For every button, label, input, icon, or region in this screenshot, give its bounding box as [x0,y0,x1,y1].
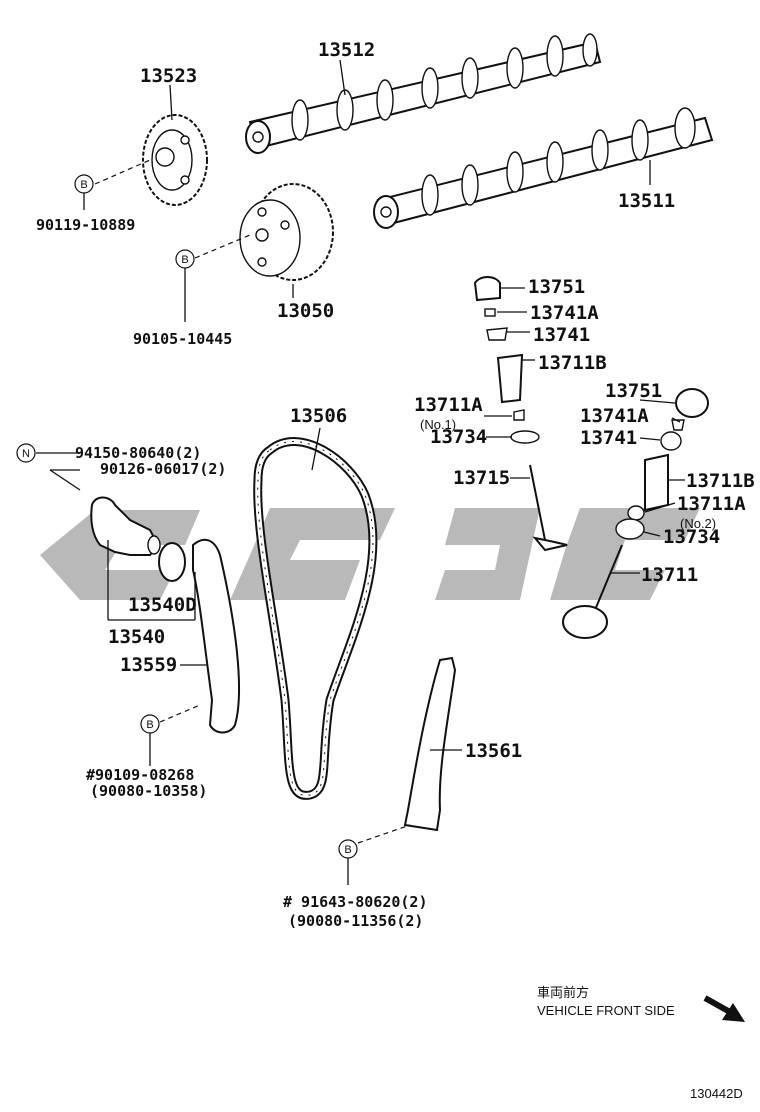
label-90080-b: (90080-11356(2) [288,912,423,930]
label-13506: 13506 [290,405,347,427]
watermark [40,508,700,600]
label-13715: 13715 [453,467,510,489]
label-13561: 13561 [465,740,522,762]
label-13711A-b: 13711A [677,493,746,515]
label-13751-b: 13751 [605,380,662,402]
label-13741-a: 13741 [533,324,590,346]
direction-label-jp: 車両前方 [537,985,589,1000]
camshaft-13511 [373,107,714,229]
label-13741A-b: 13741A [580,405,649,427]
timing-chain-13506 [253,437,378,800]
direction-arrow-icon [703,995,745,1022]
label-13711: 13711 [641,564,698,586]
label-13711A-a: 13711A [414,394,483,416]
label-13511: 13511 [618,190,675,212]
label-90080-a: (90080-10358) [90,782,207,800]
label-13512: 13512 [318,39,375,61]
label-13540: 13540 [108,626,165,648]
vvt-gear-13050 [239,183,334,281]
label-90119: 90119-10889 [36,216,135,234]
label-90109: #90109-08268 [86,766,194,784]
label-13711B-a: 13711B [538,352,607,374]
label-91643: # 91643-80620(2) [283,893,428,911]
camshaft-13512 [245,33,602,154]
label-13741-b: 13741 [580,427,637,449]
label-90105: 90105-10445 [133,330,232,348]
callout-b-2: B [175,249,195,269]
part-labels: 13523 13512 13511 90119-10889 90105-1044… [36,39,755,930]
label-90126: 90126-06017(2) [100,460,226,478]
chain-guide-13561 [403,656,457,832]
label-13540D: 13540D [128,594,197,616]
svg-text:B: B [80,179,87,191]
label-13741A-a: 13741A [530,302,599,324]
callout-b-4: B [338,839,358,859]
svg-text:B: B [146,719,153,731]
figure-id: 130442D [690,1086,743,1101]
sprocket-13523 [142,114,208,206]
gasket-13540d [158,542,186,582]
svg-text:B: B [344,844,351,856]
label-no2: (No.2) [680,516,716,531]
valve-group-2 [562,388,709,639]
chain-slipper-13559 [192,538,241,734]
label-13734-b: 13734 [663,526,720,548]
label-13711B-b: 13711B [686,470,755,492]
valve-group-1 [473,276,568,552]
label-no1: (No.1) [420,417,456,432]
svg-text:B: B [181,254,188,266]
callout-b-1: B [74,174,94,194]
callout-b-3: B [140,714,160,734]
direction-label-en: VEHICLE FRONT SIDE [537,1003,675,1018]
vehicle-front-indicator: 車両前方 VEHICLE FRONT SIDE [537,985,745,1022]
callout-n: N [16,443,36,463]
label-13559: 13559 [120,654,177,676]
label-13751-a: 13751 [528,276,585,298]
svg-text:N: N [22,448,30,460]
leader-lines [36,59,685,885]
label-13734-a: 13734 [430,426,487,448]
label-13050: 13050 [277,300,334,322]
label-13523: 13523 [140,65,197,87]
label-94150: 94150-80640(2) [75,444,201,462]
